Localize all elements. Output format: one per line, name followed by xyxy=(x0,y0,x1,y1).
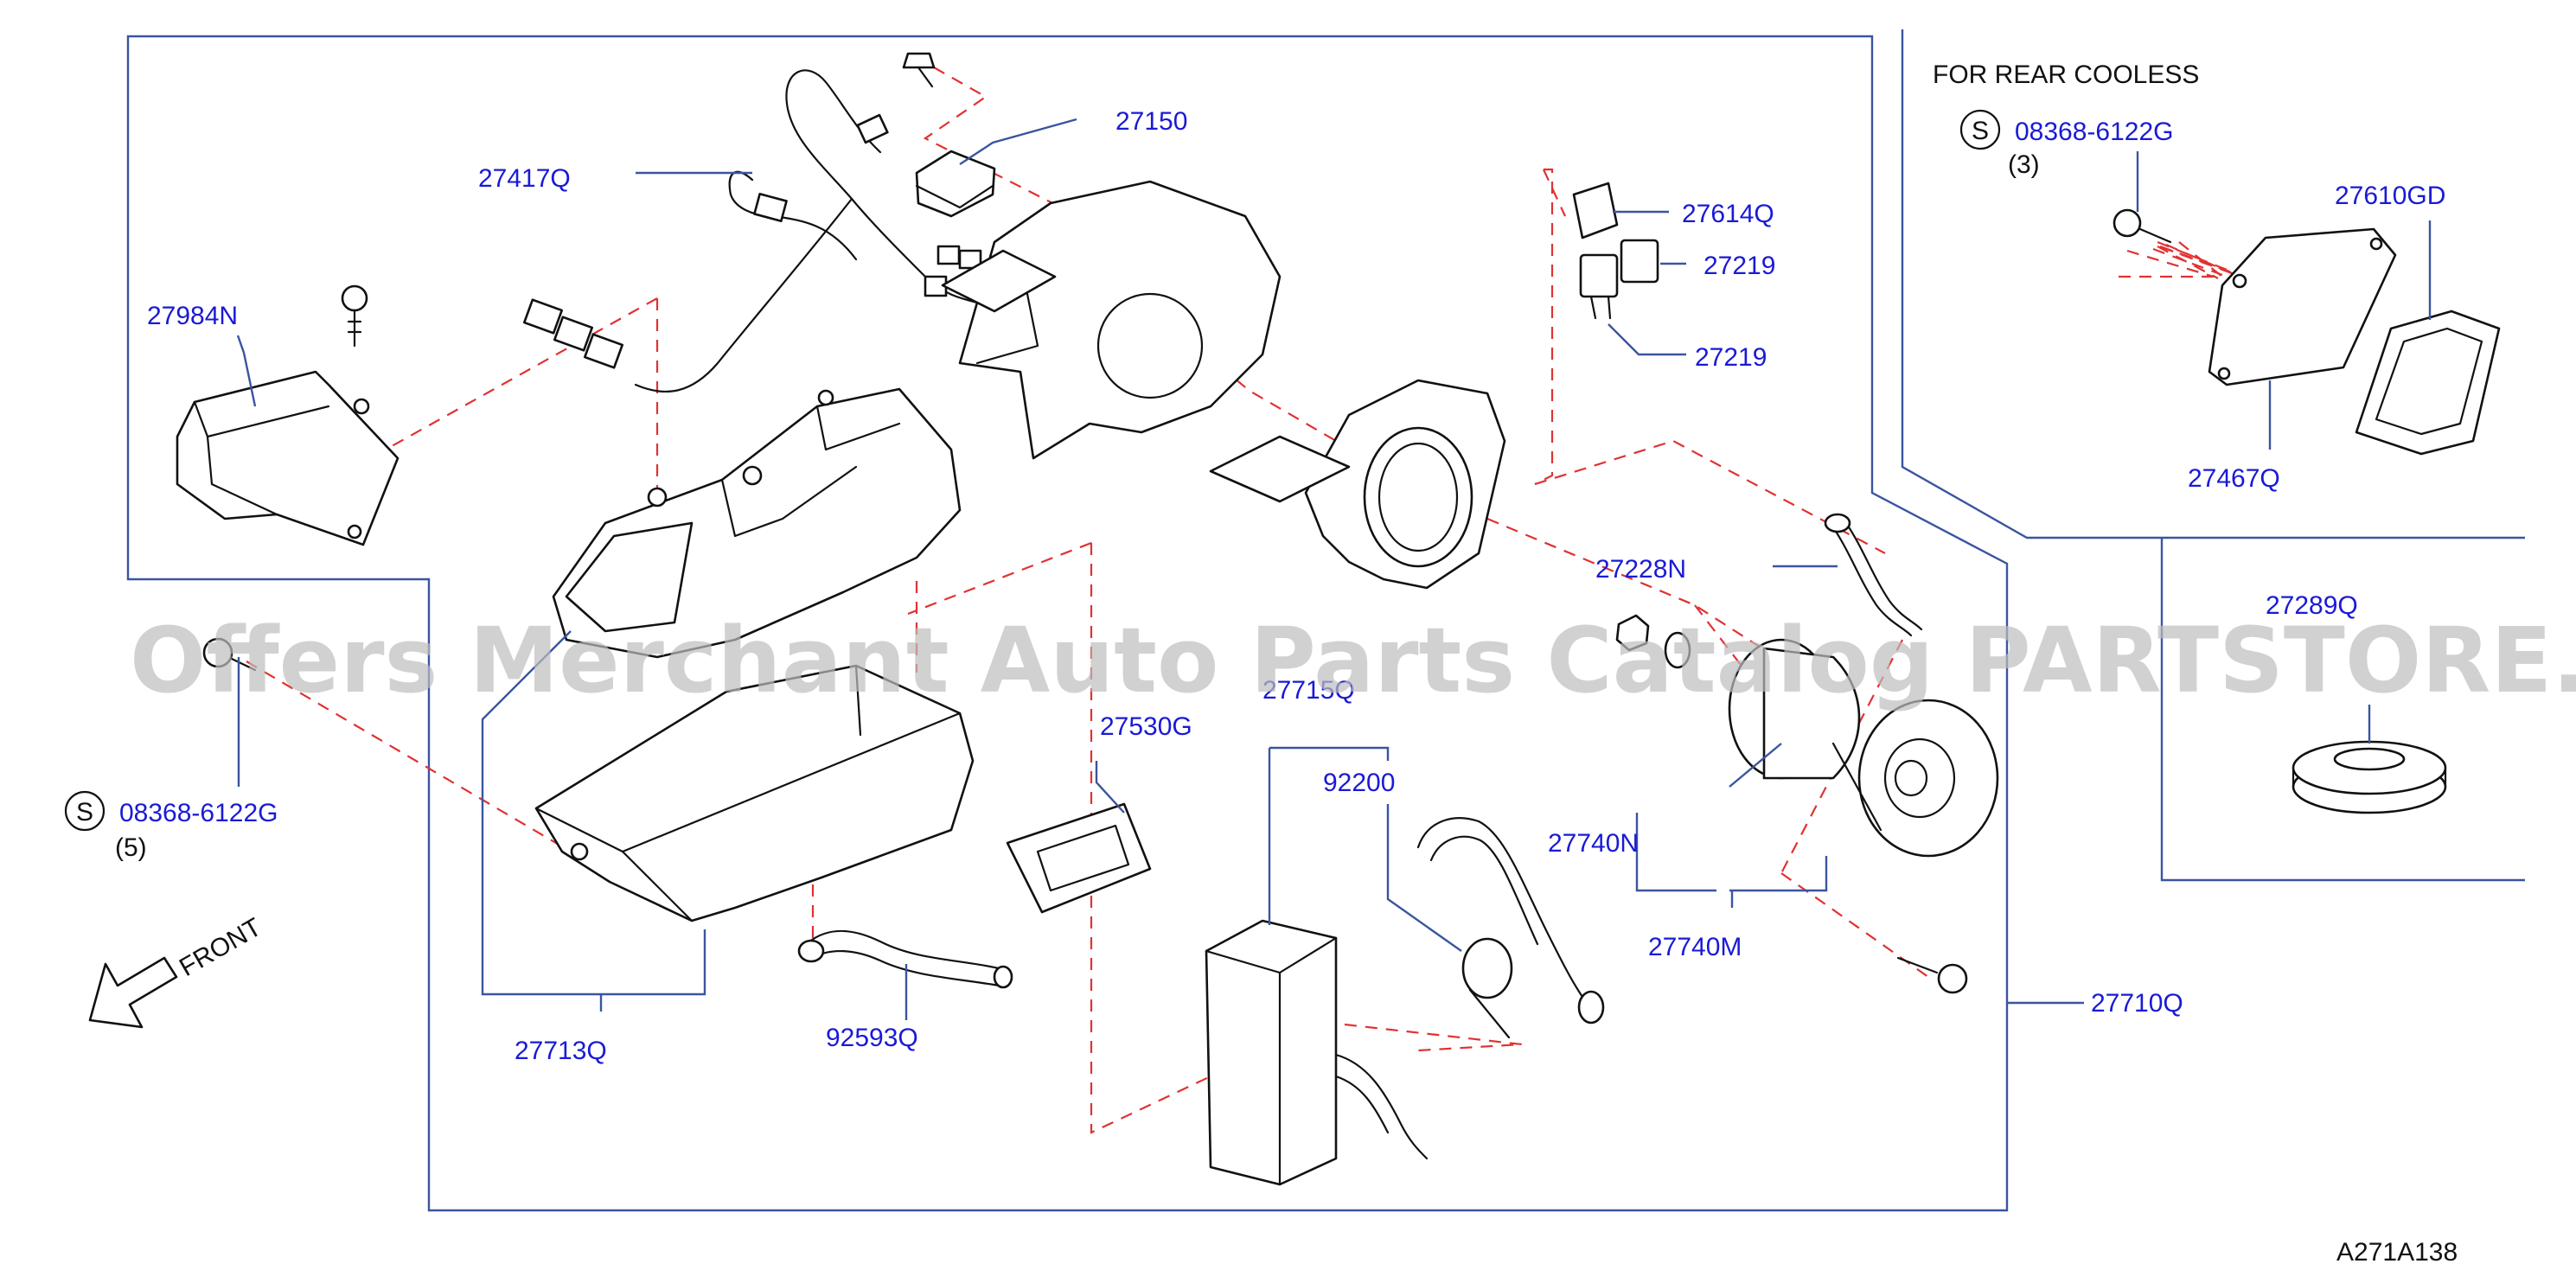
label-screw-right-qty: (3) xyxy=(2008,150,2040,179)
label-screw-right-part-no[interactable]: 08368-6122G xyxy=(2015,118,2174,146)
label-92200[interactable]: 92200 xyxy=(1323,769,1395,797)
s-symbol-right-text: S xyxy=(1972,117,1989,145)
expansion-valve-92200 xyxy=(1416,817,1605,1039)
blower-housing xyxy=(941,180,1282,460)
front-arrow xyxy=(88,956,178,1029)
part-labels: 27150 27417Q 27984N 27614Q 27219 27219 2… xyxy=(115,61,2458,1267)
inset-frame-27289q xyxy=(2160,538,2525,882)
screw-top xyxy=(902,52,936,88)
header-note: FOR REAR COOLESS xyxy=(1933,61,2199,89)
label-27713q[interactable]: 27713Q xyxy=(515,1037,607,1065)
label-27467q[interactable]: 27467Q xyxy=(2188,464,2280,493)
frame-lines xyxy=(126,29,2525,1212)
grommet-27289q xyxy=(2292,740,2447,814)
assembly-dashed-lines xyxy=(246,67,2223,1134)
leader-lines xyxy=(236,118,2432,1020)
cover-plate-27467q xyxy=(2208,227,2397,386)
label-27740n[interactable]: 27740N xyxy=(1548,829,1639,858)
label-27614q[interactable]: 27614Q xyxy=(1682,200,1774,228)
screw-lower-right xyxy=(1896,956,1968,994)
screw-27984n xyxy=(341,284,368,348)
label-27219-lower[interactable]: 27219 xyxy=(1695,343,1767,372)
s-symbol-left-text: S xyxy=(76,798,93,827)
label-27417q[interactable]: 27417Q xyxy=(478,164,571,193)
label-27715q[interactable]: 27715Q xyxy=(1262,676,1355,705)
gasket-27610gd xyxy=(2355,310,2501,456)
blower-motor-27740m xyxy=(1728,638,1999,858)
relay-group xyxy=(1572,182,1659,320)
heater-case-upper xyxy=(552,387,962,659)
evaporator-27715q xyxy=(1205,919,1429,1186)
dashed-screw-27467q xyxy=(2161,246,2249,281)
screw-left xyxy=(202,637,257,672)
resistor-27150 xyxy=(915,150,996,218)
heater-case-lower-27713q xyxy=(534,664,975,922)
nut-washer xyxy=(1615,614,1691,669)
rear-cooless-frame xyxy=(1901,29,2525,539)
dashed-screw-right xyxy=(2157,240,2245,278)
label-screw-left-part-no[interactable]: 08368-6122G xyxy=(119,799,278,827)
label-27984n[interactable]: 27984N xyxy=(147,302,238,330)
s-symbol-right: S xyxy=(1959,109,2001,150)
bracket-27530g xyxy=(1006,802,1152,914)
main-frame xyxy=(126,35,2009,1212)
hose-27228n xyxy=(1824,513,1923,637)
label-27530g[interactable]: 27530G xyxy=(1100,712,1192,741)
label-27150[interactable]: 27150 xyxy=(1115,107,1187,136)
label-screw-left-qty: (5) xyxy=(115,833,147,862)
front-label: FRONT xyxy=(175,913,266,982)
wiring-harness-27417q xyxy=(522,69,982,393)
hose-92593q xyxy=(797,929,1013,989)
label-27740m[interactable]: 27740M xyxy=(1648,933,1742,961)
label-27710q[interactable]: 27710Q xyxy=(2091,989,2183,1018)
diagram-code: A271A138 xyxy=(2336,1238,2458,1267)
label-92593q[interactable]: 92593Q xyxy=(826,1024,918,1052)
screw-rear-cooless xyxy=(2113,208,2172,244)
scroll-housing xyxy=(1209,379,1506,590)
label-27289q[interactable]: 27289Q xyxy=(2266,591,2358,620)
label-27228n[interactable]: 27228N xyxy=(1595,555,1686,584)
label-27610gd[interactable]: 27610GD xyxy=(2335,182,2445,210)
duct-27984n xyxy=(176,370,400,546)
watermark-text: Offers Merchant Auto Parts Catalog PARTS… xyxy=(130,608,2576,713)
s-symbol-left: S xyxy=(64,790,105,832)
label-27219-upper[interactable]: 27219 xyxy=(1703,252,1775,280)
